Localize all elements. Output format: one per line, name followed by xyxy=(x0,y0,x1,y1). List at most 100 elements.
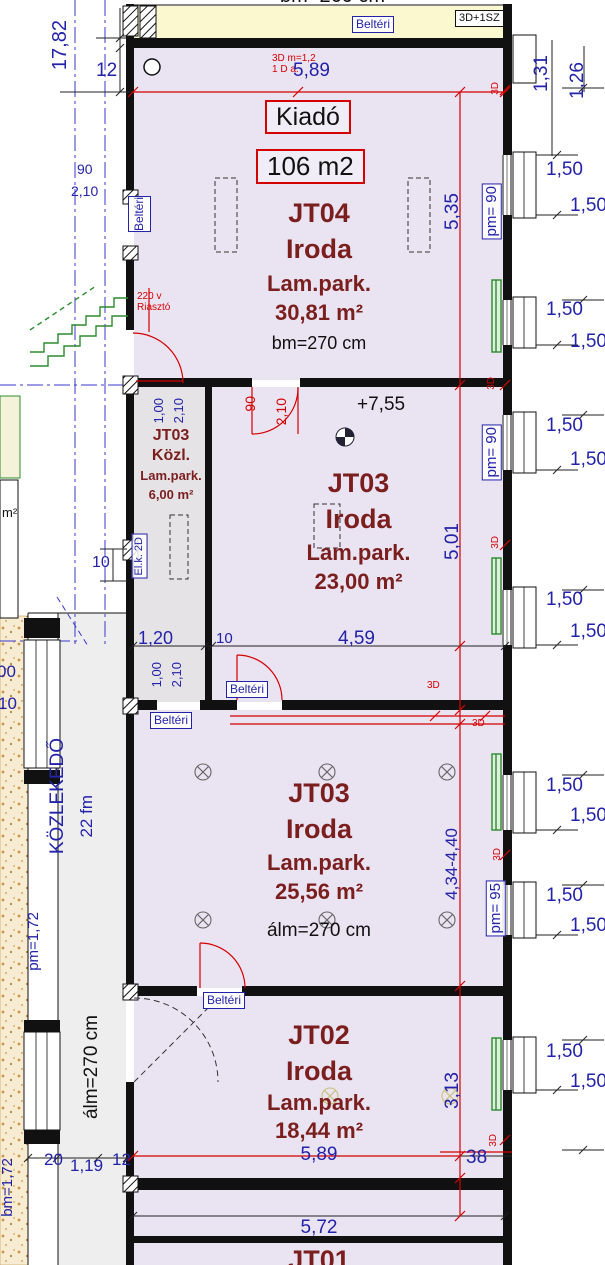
dim-572: 5,72 xyxy=(300,1217,338,1238)
left-fixtures xyxy=(0,395,21,619)
dim-150-10: 1,50 xyxy=(570,805,605,826)
room-type-jt03b: Iroda xyxy=(285,814,352,844)
top-cut-label: bm=260 cm xyxy=(280,0,385,7)
dim-10: 10 xyxy=(216,630,233,647)
corridor-name: KÖZLEKEDŐ xyxy=(47,738,68,855)
red-note-2: 1 D a. xyxy=(272,64,299,75)
door-dim-100-kozl: 1,00 xyxy=(151,398,166,424)
label-3d-r1: 3D xyxy=(490,82,501,95)
dim-left-210: 2,10 xyxy=(71,183,99,199)
room-height-jt03b: álm=270 cm xyxy=(266,920,372,941)
radiator-icons xyxy=(491,279,502,1111)
red-note-1: 3D m=1,2 xyxy=(272,53,316,64)
label-3d-a: 3D xyxy=(427,680,440,691)
room-code-jt03k: JT03 xyxy=(152,427,190,444)
furniture-dashed xyxy=(169,177,431,580)
dim-top-589: 5,89 xyxy=(293,60,330,81)
room-area-jt03k: 6,00 m² xyxy=(148,487,194,502)
label-3d-r3: 3D xyxy=(490,536,501,549)
label-3d-b: 3D xyxy=(472,718,485,729)
corridor-length: 22 fm xyxy=(77,795,96,838)
label-pm90-a: pm= 90 xyxy=(482,183,502,240)
dim-150-2: 1,50 xyxy=(570,195,605,216)
room-floor-jt03: Lam.park. xyxy=(306,540,411,565)
room-fills xyxy=(0,6,512,1265)
room-area-jt03: 23,00 m² xyxy=(314,569,403,594)
dim-589-jt02: 5,89 xyxy=(300,1144,338,1165)
dim-150-4: 1,50 xyxy=(570,331,605,352)
banner-kiado: Kiadó xyxy=(265,100,351,135)
room-floor-jt04: Lam.park. xyxy=(267,271,371,296)
cut-fragment-m2: m² xyxy=(2,505,18,520)
dim-150-12: 1,50 xyxy=(570,915,605,936)
room-area-jt02: 18,44 m² xyxy=(274,1118,364,1143)
windows-right-wall xyxy=(502,34,537,1094)
column-icon xyxy=(143,58,161,76)
dim-left-90: 90 xyxy=(77,161,93,177)
grid-axis-lines xyxy=(0,0,126,648)
ceiling-light-icons-faint xyxy=(321,1087,459,1105)
door-dim-210-kozl: 2,10 xyxy=(171,398,186,424)
dim-119: 1,19 xyxy=(70,1156,104,1175)
door-dim-210-b: 2,10 xyxy=(169,662,184,688)
dim-126: 1,26 xyxy=(567,62,588,99)
room-height-jt04: bm=270 cm xyxy=(271,333,367,353)
room-type-jt03k: Közl. xyxy=(151,447,191,464)
level-755: +7,55 xyxy=(357,394,406,415)
room-code-jt04: JT04 xyxy=(288,198,350,228)
dim-459: 4,59 xyxy=(338,628,375,649)
stairs-lines xyxy=(29,285,128,367)
dim-38: 38 xyxy=(466,1147,488,1168)
dim-313: 3,13 xyxy=(442,1072,463,1109)
dim-top-12: 12 xyxy=(96,60,118,81)
dim-left-10: 10 xyxy=(92,554,110,571)
room-code-next-cut: JT01 xyxy=(288,1245,350,1265)
room-floor-jt03b: Lam.park. xyxy=(267,850,371,875)
corridor-pm: pm=1,72 xyxy=(25,912,42,971)
dim-501: 5,01 xyxy=(442,523,463,560)
dim-131: 1,31 xyxy=(531,55,552,92)
dim-120: 1,20 xyxy=(138,628,174,648)
room-area-jt03b: 25,56 m² xyxy=(274,879,364,904)
door-label-belteri-leftwall: Beltéri xyxy=(128,196,151,233)
label-3d1sz: 3D+1SZ xyxy=(455,10,504,28)
wall-hatch-segments xyxy=(122,5,157,1193)
dim-150-14: 1,50 xyxy=(570,1071,605,1092)
room-type-jt04: Iroda xyxy=(285,234,352,264)
left-wall-windows xyxy=(23,612,126,1265)
red-dimension-lines xyxy=(127,84,512,1222)
door-label-belteri-top: Beltéri xyxy=(352,16,395,33)
dim-150-13: 1,50 xyxy=(546,1041,583,1062)
door-label-belteri-c: Beltéri xyxy=(203,992,246,1009)
dim-150-11: 1,50 xyxy=(546,885,583,906)
cut-fragment-10: 10 xyxy=(0,694,17,713)
dim-20: 20 xyxy=(44,1150,63,1169)
room-type-jt02: Iroda xyxy=(285,1056,352,1086)
corridor-height: álm=270 cm xyxy=(81,1015,102,1120)
banner-kiado-area: 106 m2 xyxy=(256,149,365,185)
dim-150-5: 1,50 xyxy=(546,415,583,436)
dimension-lines xyxy=(23,8,604,1221)
alarm-label-2: Riasztó xyxy=(137,302,171,313)
door-swing-dashed xyxy=(133,997,219,1083)
dim-150-7: 1,50 xyxy=(546,589,583,610)
label-pm90-b: pm= 90 xyxy=(482,424,502,481)
room-code-jt03b: JT03 xyxy=(288,778,350,808)
label-pm95: pm= 95 xyxy=(486,880,506,937)
door-dim-100-b: 1,00 xyxy=(149,662,164,688)
alarm-label-1: 220 v xyxy=(137,291,162,302)
benchmark-icon xyxy=(335,427,355,447)
dim-434-440: 4,34-4,40 xyxy=(442,828,461,900)
room-floor-jt02: Lam.park. xyxy=(267,1090,371,1115)
dim-535: 5,35 xyxy=(442,193,463,230)
door-dim-210: 2,10 xyxy=(273,398,289,426)
door-dim-90: 90 xyxy=(242,396,258,412)
room-floor-jt03k: Lam.park. xyxy=(140,468,202,483)
dim-150-8: 1,50 xyxy=(570,621,605,642)
door-label-belteri-a: Beltéri xyxy=(226,681,269,698)
room-type-jt03: Iroda xyxy=(325,504,392,534)
cut-fragment-00: 00 xyxy=(0,662,16,681)
dim-1782: 17,82 xyxy=(49,20,71,71)
room-code-jt03: JT03 xyxy=(327,468,390,498)
